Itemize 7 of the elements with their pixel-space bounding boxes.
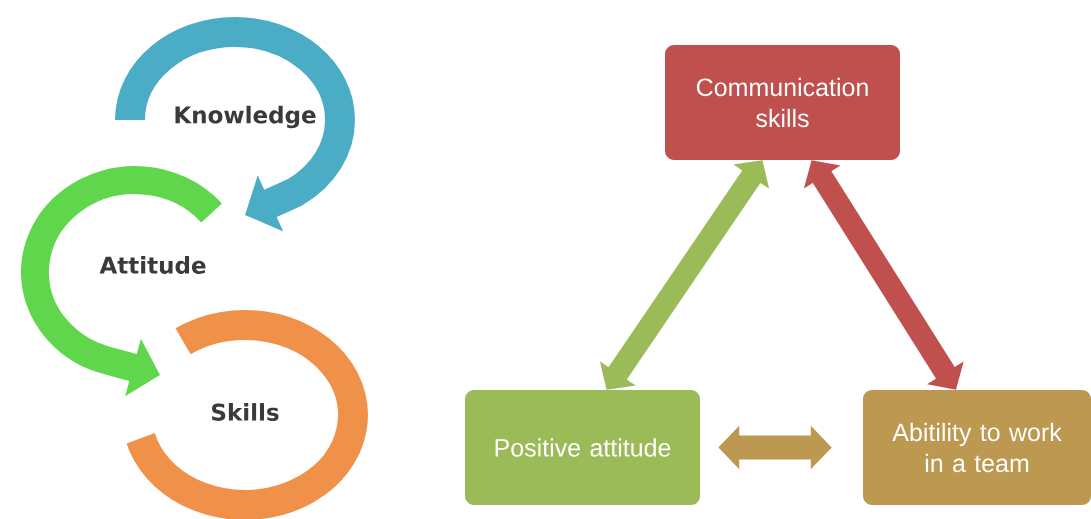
text-label: Attitude <box>99 256 206 274</box>
rounded-box: Abitility to work in a team <box>863 390 1091 505</box>
double-arrow <box>803 160 964 390</box>
text-label: Skills <box>212 403 279 421</box>
rounded-box: Communication skills <box>665 45 900 160</box>
rounded-box: Positive attitude <box>465 390 700 505</box>
text-label: Knowledge <box>175 105 316 129</box>
